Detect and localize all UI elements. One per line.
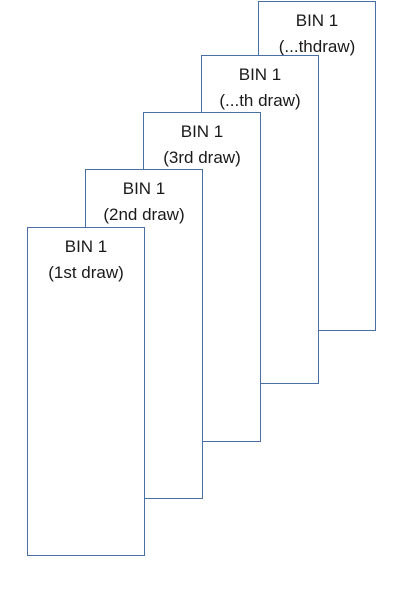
bin-title: BIN 1 xyxy=(295,11,339,30)
bin-draw-label: (...thdraw) xyxy=(278,37,356,56)
bin-draw-label: (1st draw) xyxy=(48,263,124,282)
bin-title: BIN 1 xyxy=(64,237,108,256)
bin-title: BIN 1 xyxy=(122,179,166,198)
bin-draw-label: (...th draw) xyxy=(219,91,301,110)
bin-draw-label: (3rd draw) xyxy=(163,148,241,167)
bin-draw-label: (2nd draw) xyxy=(103,205,185,224)
bin-title: BIN 1 xyxy=(238,65,282,84)
bin-card-1: BIN 1 (1st draw) xyxy=(27,227,145,556)
bin-title: BIN 1 xyxy=(180,122,224,141)
